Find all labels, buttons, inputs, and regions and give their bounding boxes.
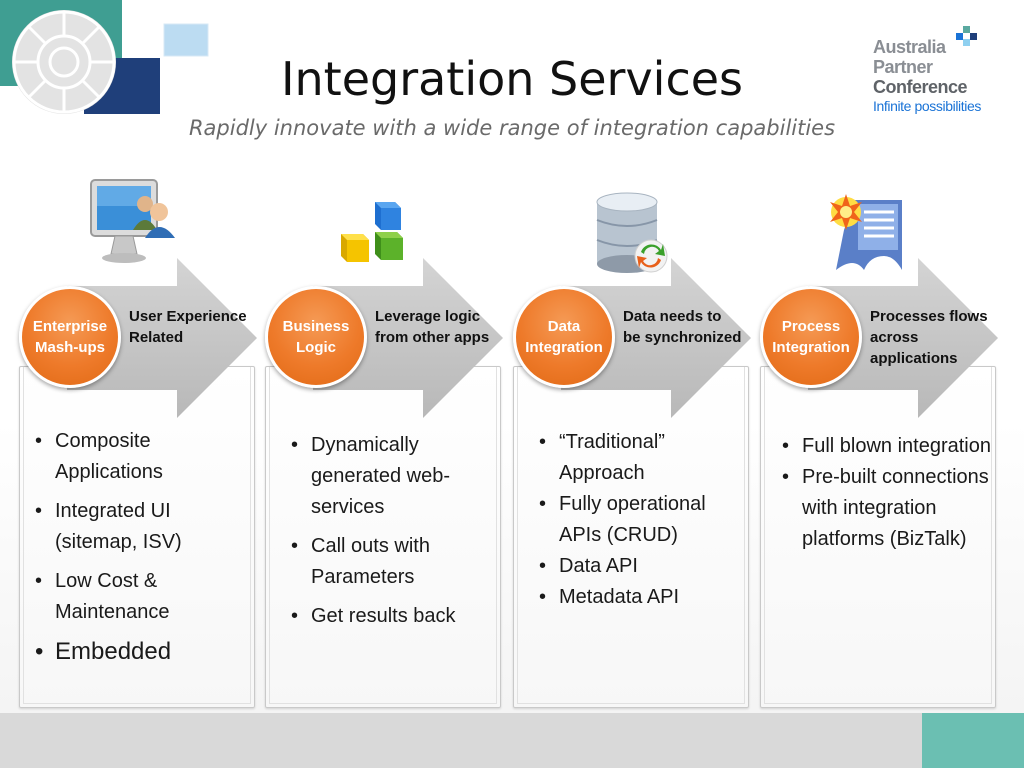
bullet-list: Full blown integration Pre-built connect… [780,431,992,555]
brand-line-1: Australia [873,37,946,57]
page-subtitle: Rapidly innovate with a wide range of in… [188,116,836,140]
brand-squares-icon [956,26,977,46]
list-item: Dynamically generated web-services [289,430,495,523]
list-item: Embedded [33,636,243,668]
list-item: Call outs with Parameters [289,531,495,593]
column-process-integration: Process Integration Processes flows acro… [760,176,1002,710]
list-item: Integrated UI (sitemap, ISV) [33,496,243,558]
monitor-users-icon [90,179,175,263]
arrow-text: User Experience Related [129,308,247,346]
circle-label-data-integration: Data Integration [513,286,615,388]
footer-bar [0,713,922,768]
list-item: Fully operational APIs (CRUD) [537,489,743,551]
brand-tagline: Infinite possibilities [873,98,981,114]
decorative-logo-graphic [0,0,209,114]
list-item: Metadata API [537,582,743,613]
list-item: Pre-built connections with integration p… [780,462,992,555]
list-item: Get results back [289,601,495,632]
brand-line-2: Partner [873,57,933,77]
list-item: “Traditional” Approach [537,427,743,489]
page-title: Integration Services [280,52,744,106]
circle-label-process-integration: Process Integration [760,286,862,388]
server-process-icon [830,194,902,270]
list-item: Full blown integration [780,431,992,462]
circle-label-enterprise-mashups: Enterprise Mash-ups [19,286,121,388]
column-enterprise-mashups: Enterprise Mash-ups User Experience Rela… [19,176,261,710]
arrow-text: Data needs to be synchronized [623,308,742,346]
footer-accent-block [922,713,1024,768]
brand-line-3: Conference [873,77,968,97]
column-data-integration: Data Integration Data needs to be synchr… [513,176,755,710]
column-business-logic: Business Logic Leverage logic from other… [265,176,507,710]
bullet-list: Dynamically generated web-services Call … [289,430,495,640]
colored-cubes-icon [341,202,403,262]
arrow-text: Leverage logic from other apps [375,308,490,346]
bullet-list: Composite Applications Integrated UI (si… [33,426,243,676]
arrow-shape [313,258,503,418]
arrow-shape [67,258,257,418]
brand-logo: Australia Partner Conference Infinite po… [870,26,1010,121]
list-item: Data API [537,551,743,582]
arrow-text: Processes flows across applications [870,308,988,367]
circle-label-business-logic: Business Logic [265,286,367,388]
list-item: Composite Applications [33,426,243,488]
arrow-shape [561,258,751,418]
bullet-list: “Traditional” Approach Fully operational… [537,427,743,613]
arrow-shape [808,258,998,418]
database-sync-icon [596,192,668,273]
list-item: Low Cost & Maintenance [33,566,243,628]
